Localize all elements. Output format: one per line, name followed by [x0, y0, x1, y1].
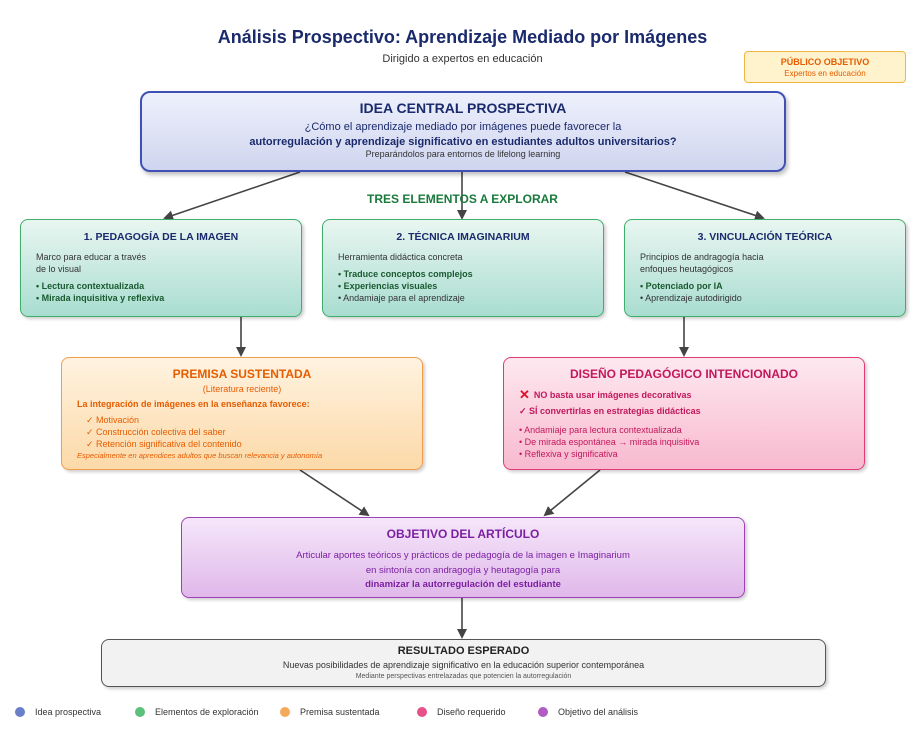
premise-item: ✓ Construcción colectiva del saber [86, 427, 226, 437]
design-yes: ✓ SÍ convertirlas en estrategias didácti… [519, 406, 701, 416]
central-idea-note: Preparándolos para entornos de lifelong … [365, 149, 561, 159]
legend-item: Premisa sustentada [280, 707, 380, 717]
objective-box: OBJETIVO DEL ARTÍCULO Articular aportes … [181, 517, 745, 598]
premise-item: ✓ Retención significativa del contenido [86, 439, 242, 449]
design-item: • De mirada espontánea → mirada inquisit… [519, 437, 700, 447]
objective-emphasis: dinamizar la autorregulación del estudia… [365, 579, 561, 590]
cross-icon: ✕ [519, 387, 530, 402]
legend-dot [280, 707, 290, 717]
audience-badge: PÚBLICO OBJETIVO Expertos en educación [744, 51, 906, 83]
arrow-central-to-element3 [624, 171, 765, 221]
element-desc: Herramienta didáctica concreta [338, 252, 463, 262]
element-desc: enfoques heutagógicos [640, 264, 734, 274]
legend-label: Elementos de exploración [155, 707, 259, 717]
objective-line: Articular aportes teóricos y prácticos d… [296, 550, 630, 561]
legend-dot [417, 707, 427, 717]
design-box: DISEÑO PEDAGÓGICO INTENCIONADO ✕ NO bast… [503, 357, 865, 470]
page-subtitle: Dirigido a expertos en educación [382, 53, 543, 65]
premise-box: PREMISA SUSTENTADA (Literatura reciente)… [61, 357, 423, 470]
element-bullet: • Aprendizaje autodirigido [640, 293, 742, 303]
legend-item: Diseño requerido [417, 707, 506, 717]
element-bullet: • Andamiaje para el aprendizaje [338, 293, 465, 303]
objective-line: en sintonía con andragogía y heutagogía … [365, 565, 561, 576]
central-idea-box: IDEA CENTRAL PROSPECTIVA ¿Cómo el aprend… [140, 91, 786, 172]
element-bullet: • Traduce conceptos complejos [338, 269, 473, 279]
page-title: Análisis Prospectivo: Aprendizaje Mediad… [217, 27, 708, 47]
result-line: Nuevas posibilidades de aprendizaje sign… [282, 660, 645, 670]
arrow-design-to-objective [543, 469, 601, 517]
premise-item: ✓ Motivación [86, 415, 140, 425]
element-title: 1. PEDAGOGÍA DE LA IMAGEN [83, 231, 239, 243]
design-item: • Reflexiva y significativa [519, 449, 618, 459]
element-desc: Marco para educar a través [36, 252, 147, 262]
premise-lead: La integración de imágenes en la enseñan… [77, 399, 310, 409]
central-idea-title: IDEA CENTRAL PROSPECTIVA [359, 100, 567, 116]
element-bullet: • Potenciado por IA [640, 281, 723, 291]
element-card-vinculacion: 3. VINCULACIÓN TEÓRICA Principios de and… [624, 219, 906, 317]
central-idea-question-emphasis: autorregulación y aprendizaje significat… [249, 136, 677, 148]
legend-item: Elementos de exploración [135, 707, 259, 717]
element-title: 2. TÉCNICA IMAGINARIUM [396, 231, 530, 243]
element-title: 3. VINCULACIÓN TEÓRICA [697, 231, 833, 243]
legend-item: Objetivo del análisis [538, 707, 638, 717]
arrow-central-to-element1 [163, 171, 301, 221]
premise-note: Especialmente en aprendices adultos que … [77, 451, 323, 460]
result-box: RESULTADO ESPERADO Nuevas posibilidades … [101, 639, 826, 687]
objective-title: OBJETIVO DEL ARTÍCULO [386, 527, 540, 541]
element-bullet: • Experiencias visuales [338, 281, 438, 291]
element-desc: Principios de andragogía hacia [640, 252, 764, 262]
element-card-imaginarium: 2. TÉCNICA IMAGINARIUM Herramienta didác… [322, 219, 604, 317]
legend-label: Objetivo del análisis [558, 707, 639, 717]
result-title: RESULTADO ESPERADO [397, 645, 530, 657]
legend-label: Diseño requerido [437, 707, 506, 717]
design-title: DISEÑO PEDAGÓGICO INTENCIONADO [569, 367, 799, 381]
audience-label: PÚBLICO OBJETIVO [780, 57, 870, 67]
legend-dot [135, 707, 145, 717]
legend-dot [15, 707, 25, 717]
design-no: NO basta usar imágenes decorativas [533, 390, 692, 400]
legend-item: Idea prospectiva [15, 707, 101, 717]
legend-label: Idea prospectiva [35, 707, 102, 717]
element-bullet: • Lectura contextualizada [36, 281, 145, 291]
central-idea-question: ¿Cómo el aprendizaje mediado por imágene… [304, 121, 622, 133]
design-item: • Andamiaje para lectura contextualizada [519, 425, 682, 435]
premise-title: PREMISA SUSTENTADA [172, 367, 312, 381]
element-bullet: • Mirada inquisitiva y reflexiva [36, 293, 165, 303]
result-note: Mediante perspectivas entrelazadas que p… [355, 673, 572, 680]
arrow-premise-to-objective [299, 469, 370, 517]
premise-source: (Literatura reciente) [202, 384, 282, 394]
section-label: TRES ELEMENTOS A EXPLORAR [367, 192, 558, 206]
legend-dot [538, 707, 548, 717]
element-desc: de lo visual [36, 264, 82, 274]
legend-label: Premisa sustentada [300, 707, 380, 717]
element-card-pedagogia: 1. PEDAGOGÍA DE LA IMAGEN Marco para edu… [20, 219, 302, 317]
audience-value: Expertos en educación [784, 69, 866, 78]
